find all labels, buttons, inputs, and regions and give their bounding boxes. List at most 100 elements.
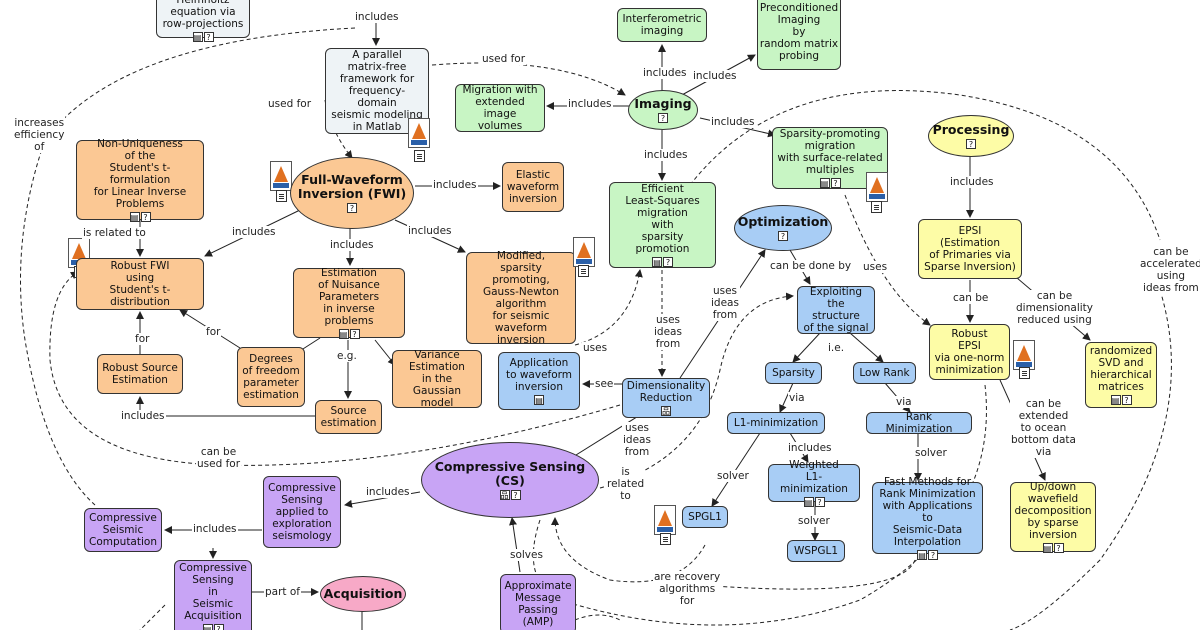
document-icon[interactable]: ▤ bbox=[192, 32, 203, 42]
document-icon[interactable] bbox=[414, 150, 425, 162]
node-low-rank[interactable]: Low Rank bbox=[853, 362, 916, 384]
node-preconditioned[interactable]: Preconditioned Imaging by random matrix … bbox=[757, 0, 841, 70]
help-icon[interactable]: ? bbox=[830, 178, 841, 188]
node-degrees-freedom[interactable]: Degrees of freedom parameter estimation bbox=[237, 347, 305, 407]
concept-map-icon[interactable]: 品 bbox=[499, 490, 510, 500]
node-spgl1[interactable]: SPGL1 bbox=[682, 506, 728, 528]
help-icon[interactable]: ? bbox=[1053, 543, 1064, 553]
node-non-uniqueness[interactable]: Non-Uniqueness of the Student's t-formul… bbox=[76, 138, 204, 222]
help-icon[interactable]: ? bbox=[1121, 395, 1132, 405]
node-wspgl1[interactable]: WSPGL1 bbox=[787, 540, 845, 562]
node-variance-estimation[interactable]: Variance Estimation in the Gaussian mode… bbox=[392, 349, 482, 409]
node-l1-min[interactable]: L1-minimization bbox=[727, 412, 825, 434]
document-icon[interactable]: ▤ bbox=[819, 178, 830, 188]
document-icon[interactable]: ▤ bbox=[338, 329, 349, 339]
document-icon[interactable] bbox=[660, 533, 671, 545]
document-icon[interactable] bbox=[276, 190, 287, 202]
help-icon[interactable]: ? bbox=[349, 329, 360, 339]
help-icon[interactable]: ? bbox=[814, 497, 825, 507]
link-label: includes bbox=[354, 11, 400, 23]
node-randomized-svd[interactable]: randomized SVD and hierarchical matrices… bbox=[1085, 342, 1157, 408]
node-cs-acquisition[interactable]: Compressive Sensing in Seismic Acquisiti… bbox=[174, 560, 252, 630]
node-helmholtz[interactable]: of the Helmholtz equation via row-projec… bbox=[156, 0, 250, 42]
node-robust-epsi[interactable]: Robust EPSI via one-norm minimization bbox=[929, 324, 1010, 380]
document-icon[interactable]: ▤ bbox=[534, 395, 544, 405]
link-label: can be dimensionality reduced using bbox=[1015, 290, 1094, 326]
link-label: includes bbox=[949, 176, 995, 188]
help-icon[interactable]: ? bbox=[510, 490, 521, 500]
node-cs[interactable]: Compressive Sensing (CS) 品? bbox=[421, 442, 599, 518]
edge-sparsity-l1 bbox=[779, 382, 794, 413]
matlab-icon[interactable] bbox=[1013, 340, 1035, 370]
matlab-icon[interactable] bbox=[654, 505, 676, 535]
node-imaging[interactable]: Imaging ? bbox=[628, 90, 698, 130]
node-gauss-newton[interactable]: Modified, sparsity promoting, Gauss-Newt… bbox=[466, 250, 576, 346]
matlab-icon[interactable] bbox=[408, 118, 430, 148]
edge-gn-efficient bbox=[574, 269, 643, 346]
node-dimensionality[interactable]: Dimensionality Reduction 品 bbox=[622, 378, 710, 418]
help-icon[interactable]: ? bbox=[663, 257, 673, 267]
node-interferometric[interactable]: Interferometric imaging bbox=[617, 8, 707, 42]
document-icon[interactable] bbox=[871, 201, 882, 213]
node-cs-exploration[interactable]: Compressive Sensing applied to explorati… bbox=[263, 476, 341, 548]
document-icon[interactable] bbox=[1019, 367, 1030, 379]
document-icon[interactable]: ▤ bbox=[202, 624, 213, 630]
document-icon[interactable]: ▤ bbox=[652, 257, 662, 267]
link-label: solver bbox=[716, 470, 750, 482]
help-icon[interactable]: ? bbox=[928, 550, 938, 560]
node-estimation-nuisance[interactable]: Estimation of Nuisance Parameters in inv… bbox=[293, 267, 405, 339]
node-source-estimation[interactable]: Source estimation bbox=[315, 400, 382, 434]
node-processing[interactable]: Processing ? bbox=[928, 115, 1014, 157]
help-icon[interactable]: ? bbox=[203, 32, 214, 42]
node-efficient-ls[interactable]: Efficient Least-Squares migration with s… bbox=[609, 182, 716, 268]
document-icon[interactable]: ▤ bbox=[1110, 395, 1121, 405]
node-epsi[interactable]: EPSI (Estimation of Primaries via Sparse… bbox=[918, 219, 1022, 279]
document-icon[interactable]: ▤ bbox=[917, 550, 927, 560]
link-label: are recovery algorithms for bbox=[653, 571, 722, 607]
node-acquisition[interactable]: Acquisition bbox=[320, 576, 406, 612]
edge-parallel-imaging bbox=[431, 62, 626, 96]
help-icon[interactable]: ? bbox=[140, 212, 151, 222]
link-label: solves bbox=[509, 549, 544, 561]
help-icon[interactable]: ? bbox=[347, 203, 357, 213]
document-icon[interactable]: ▤ bbox=[803, 497, 814, 507]
node-robust-source[interactable]: Robust Source Estimation bbox=[97, 354, 183, 394]
concept-map-icon[interactable]: 品 bbox=[661, 406, 671, 416]
edge-cs-exploiting bbox=[599, 292, 794, 489]
help-icon[interactable]: ? bbox=[658, 113, 668, 123]
node-amp[interactable]: Approximate Message Passing (AMP) bbox=[500, 574, 576, 630]
edge-fast-recovery bbox=[699, 559, 916, 590]
document-icon[interactable]: ▤ bbox=[1042, 543, 1053, 553]
edge-amp-cs bbox=[509, 517, 521, 573]
node-exploiting[interactable]: Exploiting the structure of the signal bbox=[797, 286, 875, 334]
matlab-icon[interactable] bbox=[573, 237, 595, 267]
node-robust-fwi[interactable]: Robust FWI using Student's t-distributio… bbox=[76, 258, 204, 310]
link-label: includes bbox=[567, 98, 613, 110]
link-label: includes bbox=[643, 149, 689, 161]
document-icon[interactable]: ▤ bbox=[129, 212, 140, 222]
node-sparsity[interactable]: Sparsity bbox=[765, 362, 822, 384]
help-icon[interactable]: ? bbox=[966, 139, 976, 149]
link-label: for bbox=[134, 333, 151, 345]
node-weighted-l1[interactable]: Weighted L1-minimization ▤? bbox=[768, 459, 860, 507]
matlab-icon[interactable] bbox=[866, 172, 888, 202]
node-sparsity-migration[interactable]: Sparsity-promoting migration with surfac… bbox=[772, 127, 888, 189]
node-fwi[interactable]: Full-Waveform Inversion (FWI) ? bbox=[290, 157, 414, 229]
node-elastic[interactable]: Elastic waveform inversion bbox=[502, 162, 564, 212]
node-rank-min[interactable]: Rank Minimization bbox=[866, 411, 972, 435]
node-compressive-computation[interactable]: Compressive Seismic Computation bbox=[84, 508, 162, 552]
node-up-down[interactable]: Up/down wavefield decomposition by spars… bbox=[1010, 481, 1096, 553]
link-label: includes bbox=[642, 67, 688, 79]
node-optimization[interactable]: Optimization ? bbox=[734, 205, 832, 251]
node-migration-extended[interactable]: Migration with extended image volumes bbox=[455, 84, 545, 132]
document-icon[interactable] bbox=[578, 265, 589, 277]
help-icon[interactable]: ? bbox=[778, 231, 788, 241]
link-label: can be bbox=[952, 292, 990, 304]
node-application-waveform[interactable]: Application to waveform inversion ▤ bbox=[498, 352, 580, 410]
matlab-icon[interactable] bbox=[270, 161, 292, 191]
link-label: includes bbox=[192, 523, 238, 535]
edge-increases-efficiency bbox=[20, 27, 356, 506]
node-fast-methods[interactable]: Fast Methods for Rank Minimization with … bbox=[872, 476, 983, 560]
help-icon[interactable]: ? bbox=[213, 624, 224, 630]
